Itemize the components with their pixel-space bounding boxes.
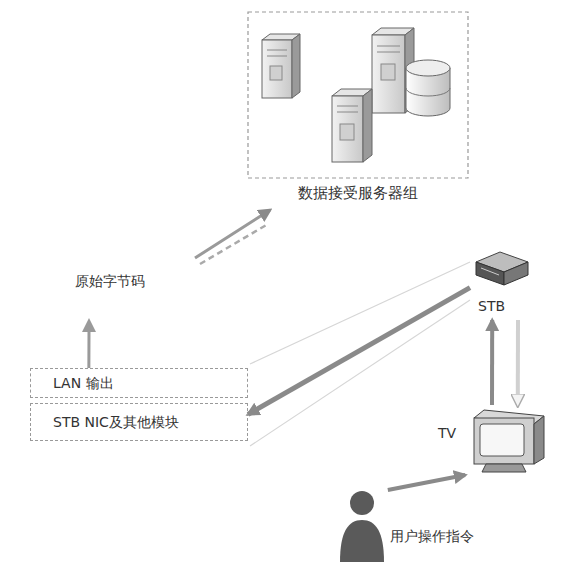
node-label: 数据接受服务器组	[248, 184, 468, 203]
server-panel	[381, 64, 395, 80]
user-body	[340, 520, 384, 562]
server-front	[332, 96, 363, 162]
server-tower	[332, 89, 372, 162]
server-panel	[340, 124, 354, 140]
dashed-flow-line	[200, 224, 268, 264]
server-group: 数据接受服务器组	[248, 12, 468, 210]
tv-side	[534, 416, 544, 464]
server-slot	[267, 50, 287, 51]
server-tower	[262, 34, 300, 98]
server-slot	[337, 112, 358, 113]
node-label: STB NIC及其他模块	[53, 414, 179, 432]
flow-arrow	[388, 475, 465, 490]
user-head	[350, 491, 374, 515]
edge-label: 原始字节码	[75, 273, 145, 291]
server-slot	[377, 52, 400, 53]
stb-device	[476, 252, 528, 285]
cylinder-top	[406, 60, 450, 76]
stb-side	[504, 262, 528, 285]
server-slot	[337, 106, 358, 107]
tv-device: TV	[436, 405, 548, 475]
server-side	[363, 89, 372, 162]
tv-stand	[482, 464, 526, 472]
server-front	[372, 35, 405, 113]
server-group-border	[248, 12, 468, 178]
server-slot	[377, 46, 400, 47]
stb-slot	[481, 268, 499, 275]
user-icon	[340, 491, 384, 562]
flow-arrow	[516, 320, 520, 405]
stb-device: STB	[470, 248, 530, 320]
node-label: STB	[478, 298, 505, 314]
node-label: TV	[438, 425, 456, 441]
signal-wedge-line	[250, 300, 470, 446]
flow-arrowhead	[82, 318, 96, 332]
node-label: LAN 输出	[53, 375, 114, 393]
process-box: STB NIC及其他模块	[30, 403, 248, 441]
tv-screen	[480, 424, 524, 456]
node-label: 用户操作指令	[390, 528, 474, 546]
stb-front	[476, 262, 504, 285]
user-actor: 用户操作指令	[330, 490, 500, 568]
cylinder-band	[406, 88, 450, 96]
tv-front	[474, 418, 534, 464]
flow-arrow	[490, 320, 494, 405]
server-slot	[267, 56, 287, 57]
database-cylinder	[406, 60, 450, 116]
flow-arrow	[248, 288, 470, 415]
tv-icon	[474, 410, 544, 472]
server-panel	[270, 66, 282, 80]
process-box: LAN 输出	[30, 368, 248, 398]
server-front	[262, 40, 292, 98]
server-side	[292, 34, 300, 98]
